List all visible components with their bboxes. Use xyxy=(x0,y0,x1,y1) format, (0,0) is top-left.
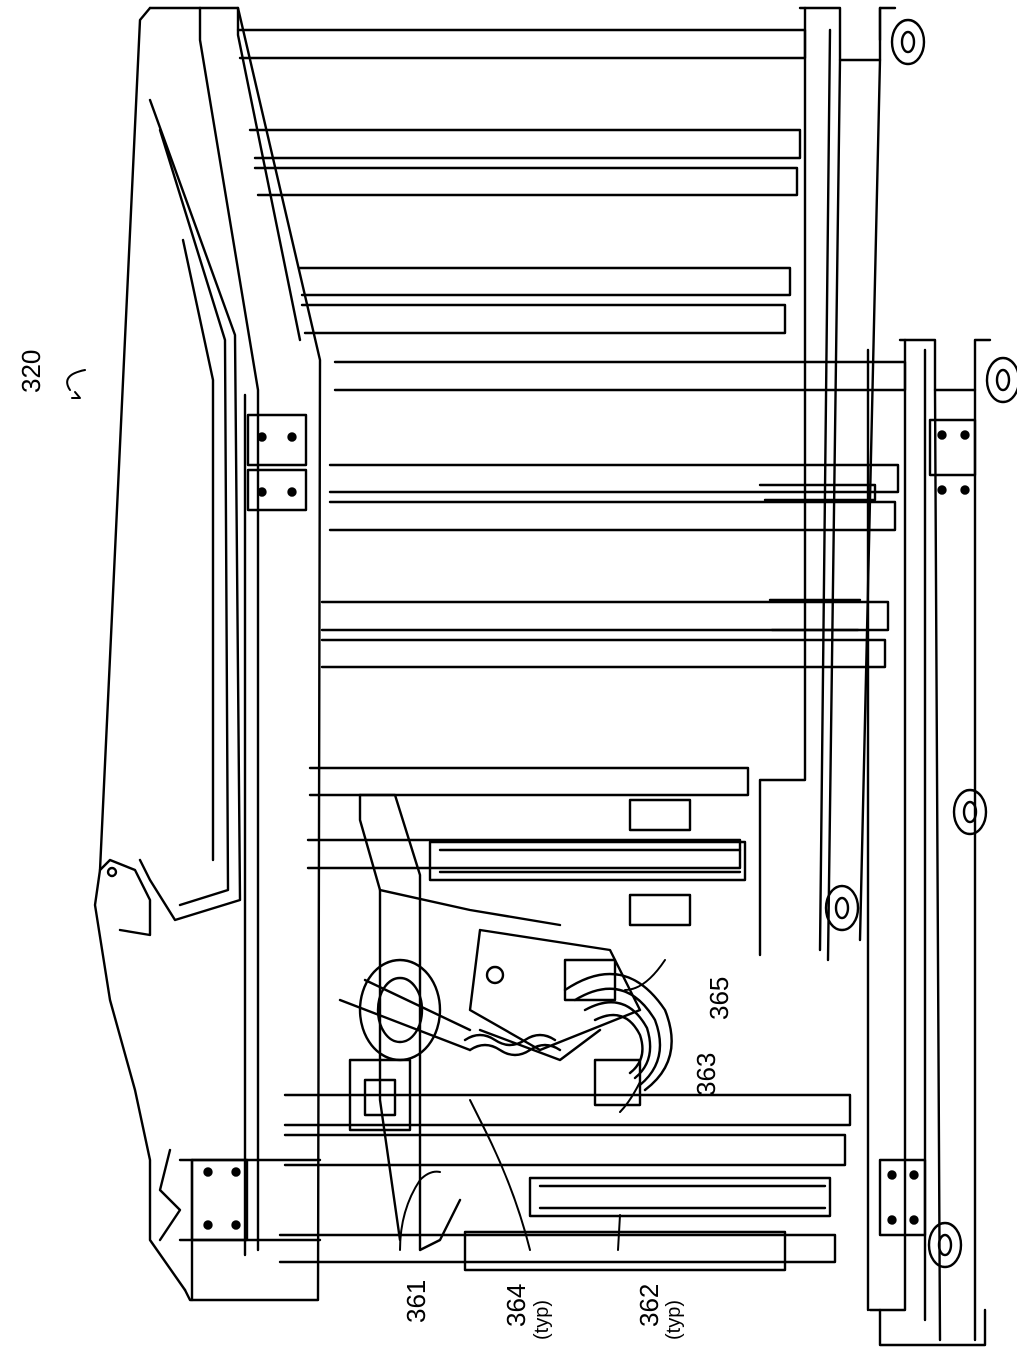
lift-platform xyxy=(358,793,562,1252)
guide-cylinders xyxy=(428,798,832,1272)
cable-coil xyxy=(563,972,673,1092)
label-361: 361 xyxy=(401,1279,431,1323)
label-363: 363 xyxy=(691,1052,721,1096)
drive-assembly xyxy=(338,928,642,1132)
label-362-typ: (typ) xyxy=(663,1300,685,1340)
label-365: 365 xyxy=(704,976,734,1020)
label-320: 320 xyxy=(16,349,46,393)
label-364-typ: (typ) xyxy=(531,1300,553,1340)
front-posts xyxy=(278,360,907,1264)
bottom-frame xyxy=(758,6,992,1347)
leader-lines xyxy=(66,369,666,1251)
top-frame xyxy=(93,6,322,1302)
caster-wheels xyxy=(824,18,1017,1269)
rear-posts xyxy=(236,28,807,335)
label-362: 362 xyxy=(634,1283,664,1327)
label-364: 364 xyxy=(501,1283,531,1327)
